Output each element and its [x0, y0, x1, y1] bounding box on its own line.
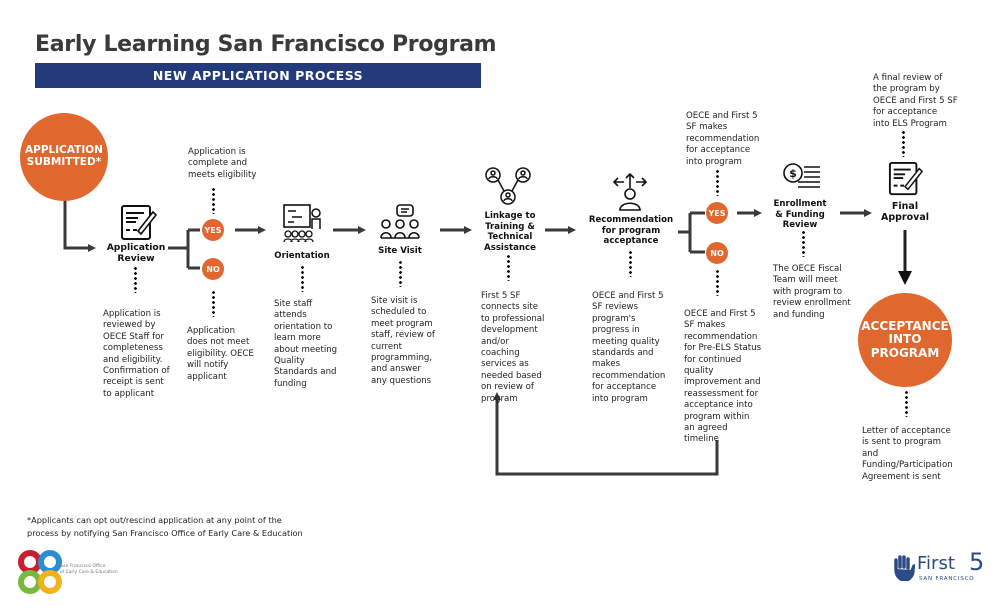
step-label-orientation: Orientation	[274, 251, 330, 261]
yes-badge: YES	[202, 219, 224, 241]
arrow-start-to-review	[63, 198, 96, 252]
step-desc-linkage: First 5 SF connects site to professional…	[481, 291, 545, 404]
oece-logo-mark	[18, 550, 62, 594]
step-label-site-visit: Site Visit	[378, 246, 422, 256]
svg-text:$: $	[789, 167, 797, 180]
oece-logo-text: San Francisco Office of Early Care & Edu…	[60, 564, 118, 575]
oece-logo: San Francisco Office of Early Care & Edu…	[18, 550, 128, 595]
step-desc-enrollment: The OECE Fiscal Team will meet with prog…	[773, 264, 851, 320]
step-desc-application-review: Application is reviewed by OECE Staff fo…	[103, 309, 170, 399]
no-desc-pre-els: OECE and First 5 SF makes recommendation…	[684, 309, 762, 445]
branch-review	[168, 228, 200, 270]
document-pen-icon	[888, 161, 924, 196]
dotted-connector	[716, 169, 719, 196]
no-badge: NO	[706, 242, 728, 264]
branch-recommendation	[678, 211, 705, 254]
dotted-connector	[507, 254, 510, 281]
subtitle-banner: NEW APPLICATION PROCESS	[35, 63, 481, 88]
network-people-icon	[485, 167, 531, 205]
meeting-chat-icon	[380, 204, 420, 239]
page-title: Early Learning San Francisco Program	[35, 32, 497, 57]
presentation-icon	[283, 204, 321, 243]
application-submitted-circle: APPLICATION SUBMITTED*	[20, 113, 108, 201]
step-label-linkage: Linkage to Training & Technical Assistan…	[484, 211, 536, 253]
no-badge: NO	[202, 258, 224, 280]
step-label-application-review: Application Review	[106, 242, 166, 264]
yes-badge: YES	[706, 202, 728, 224]
hand-icon	[894, 555, 915, 581]
acceptance-into-program-circle: ACCEPTANCE INTO PROGRAM	[858, 293, 952, 387]
dotted-connector	[905, 390, 908, 417]
first5-logo-name: First	[917, 553, 955, 574]
dotted-connector	[134, 266, 137, 293]
step-desc-site-visit: Site visit is scheduled to meet program …	[371, 296, 435, 386]
dotted-connector	[802, 230, 805, 257]
yes-desc-recommendation: OECE and First 5 SF makes recommendation…	[686, 111, 760, 167]
document-pen-icon	[121, 205, 158, 240]
step-label-final-approval: Final Approval	[880, 201, 930, 223]
yes-desc-eligibility: Application is complete and meets eligib…	[188, 147, 257, 180]
step-label-recommendation: Recommendation for program acceptance	[588, 215, 674, 246]
dotted-connector	[902, 130, 905, 157]
dotted-connector	[301, 265, 304, 292]
first5-logo-sub: SAN FRANCISCO	[919, 576, 975, 582]
step-desc-orientation: Site staff attends orientation to learn …	[274, 299, 338, 389]
dotted-connector	[212, 187, 215, 214]
step-label-enrollment: Enrollment & Funding Review	[773, 199, 827, 230]
loop-back-arrow	[493, 392, 719, 476]
person-directions-icon	[612, 172, 648, 211]
dotted-connector	[629, 250, 632, 277]
dotted-connector	[399, 260, 402, 287]
step-desc-recommendation: OECE and First 5 SF reviews program's pr…	[592, 291, 666, 404]
money-stack-icon: $	[783, 163, 820, 188]
acceptance-desc: Letter of acceptance is sent to program …	[862, 426, 953, 482]
step-desc-final-approval: A final review of the program by OECE an…	[873, 73, 958, 129]
first5-logo-number: 5	[969, 548, 985, 576]
footnote: *Applicants can opt out/rescind applicat…	[27, 515, 303, 538]
dotted-connector	[716, 269, 719, 296]
dotted-connector	[212, 290, 215, 317]
no-desc-eligibility: Application does not meet eligibility. O…	[187, 326, 254, 382]
first5-logo: First 5 SAN FRANCISCO	[893, 548, 988, 587]
